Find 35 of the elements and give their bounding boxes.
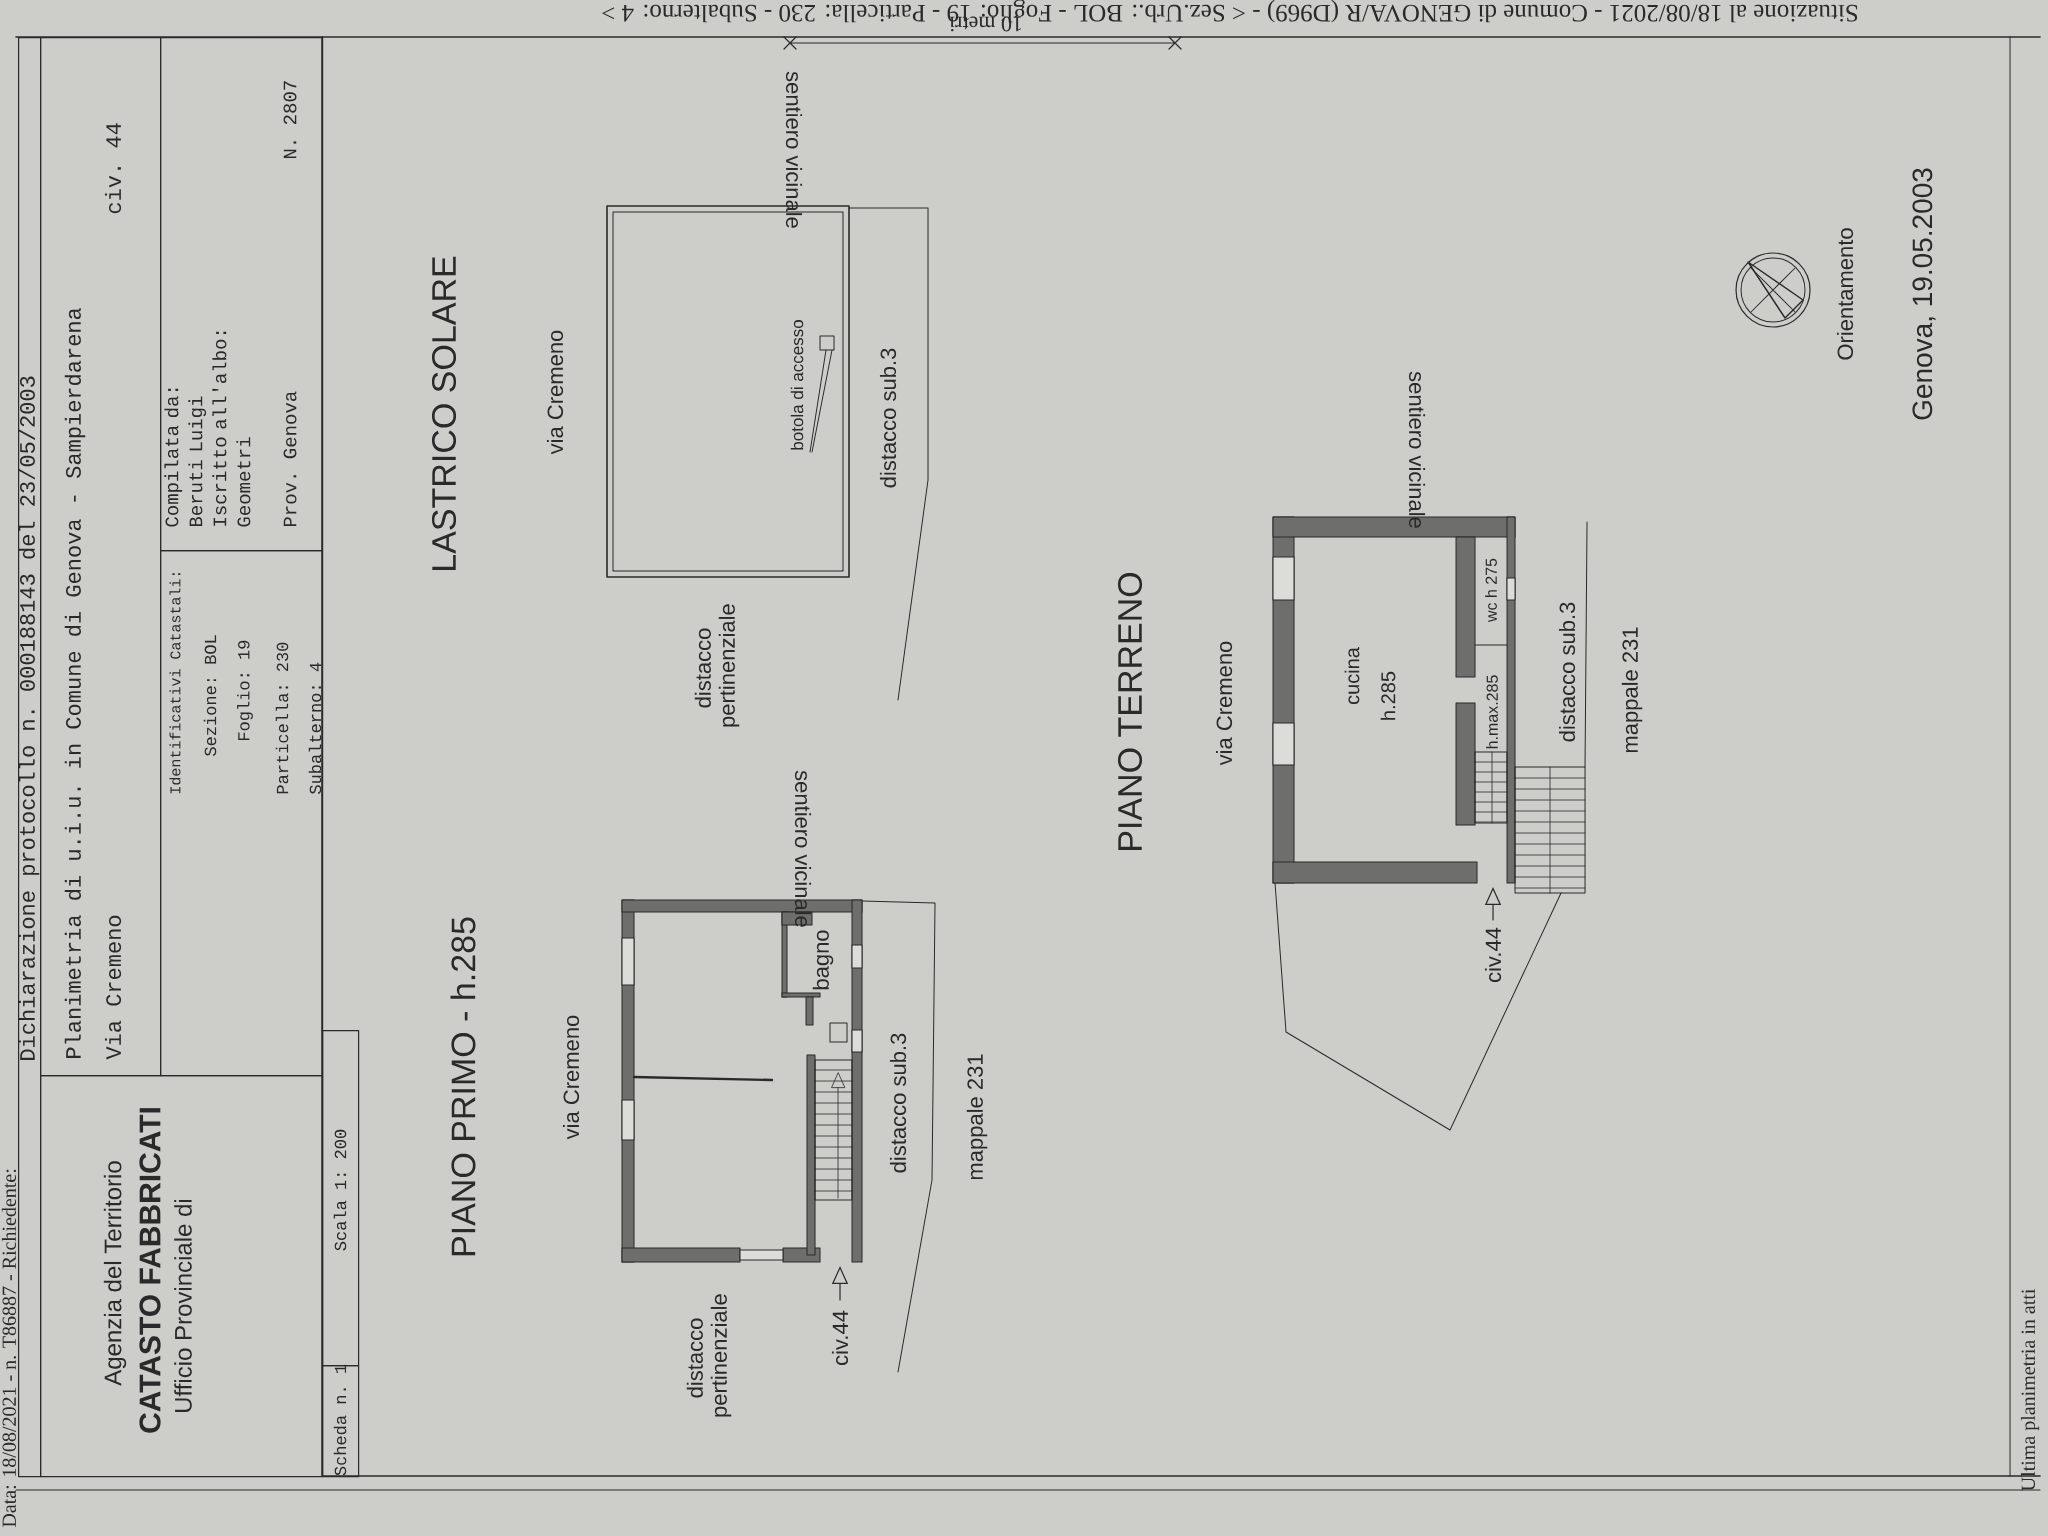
- area-label: distacco sub.3: [889, 1033, 907, 1173]
- title-block-cell: Identificativi Catastali: Sezione: BOL Foglio: 19 Particella: 230 Subalterno: 4: [160, 550, 324, 1077]
- date-label: Genova, 19.05.2003: [1912, 168, 1936, 420]
- title-block-cell: Planimetria di u.i.u. in Comune di Genova - Sampierdarena Via Cremeno civ. 44: [40, 37, 162, 1077]
- street-label: via Cremeno: [562, 1015, 580, 1140]
- hatch-label: botola di accesso: [790, 320, 804, 450]
- path-label: sentiero vicinale: [794, 770, 812, 927]
- title-block-cell: Dichiarazione protocollo n. 000188143 del 23/05/2003: [18, 37, 42, 1478]
- room-label: bagno: [812, 930, 834, 990]
- title-block-cell: Scheda n. 1: [322, 1364, 360, 1478]
- room-label: cucina: [1344, 647, 1360, 705]
- parcel-label: mappale 231: [1621, 627, 1643, 753]
- height-label: h.285: [1380, 671, 1396, 720]
- header-note: Data: 18/08/2021 - n. T86887 - Richiedente:: [1, 1169, 17, 1528]
- area-label: distacco sub.3: [879, 348, 897, 488]
- compass-label: Orientamento: [1836, 228, 1854, 360]
- area-label: distacco pertinenziale: [686, 1294, 732, 1417]
- area-label: distacco pertinenziale: [694, 604, 740, 727]
- parcel-label: mappale 231: [966, 1054, 988, 1180]
- entrance-label: civ.44: [1484, 927, 1502, 982]
- street-label: via Cremeno: [1215, 641, 1233, 766]
- height-label: h.max.285: [1486, 675, 1498, 749]
- title-block-cell: Agenzia del Territorio CATASTO FABBRICATI Ufficio Provinciale di: [40, 1075, 324, 1478]
- entrance-label: civ.44: [831, 1310, 849, 1365]
- footer-note: Ultima planimetria in atti: [2020, 1289, 2040, 1491]
- street-label: via Cremeno: [546, 330, 564, 455]
- area-label: distacco sub.3: [1558, 602, 1576, 742]
- title-block-cell: Compilata da: Beruti Luigi Iscritto all'albo: Geometri Prov. Genova N. 2807: [160, 37, 324, 552]
- path-label: sentiero vicinale: [785, 71, 803, 228]
- plan-title: LASTRICO SOLARE: [431, 256, 457, 570]
- plan-title: PIANO PRIMO - h.285: [450, 917, 476, 1256]
- title-block-cell: Scala 1: 200: [322, 1030, 360, 1367]
- path-label: sentiero vicinale: [1408, 371, 1426, 528]
- plan-title: PIANO TERRENO: [1118, 572, 1143, 850]
- room-label: wc h 275: [1485, 558, 1497, 623]
